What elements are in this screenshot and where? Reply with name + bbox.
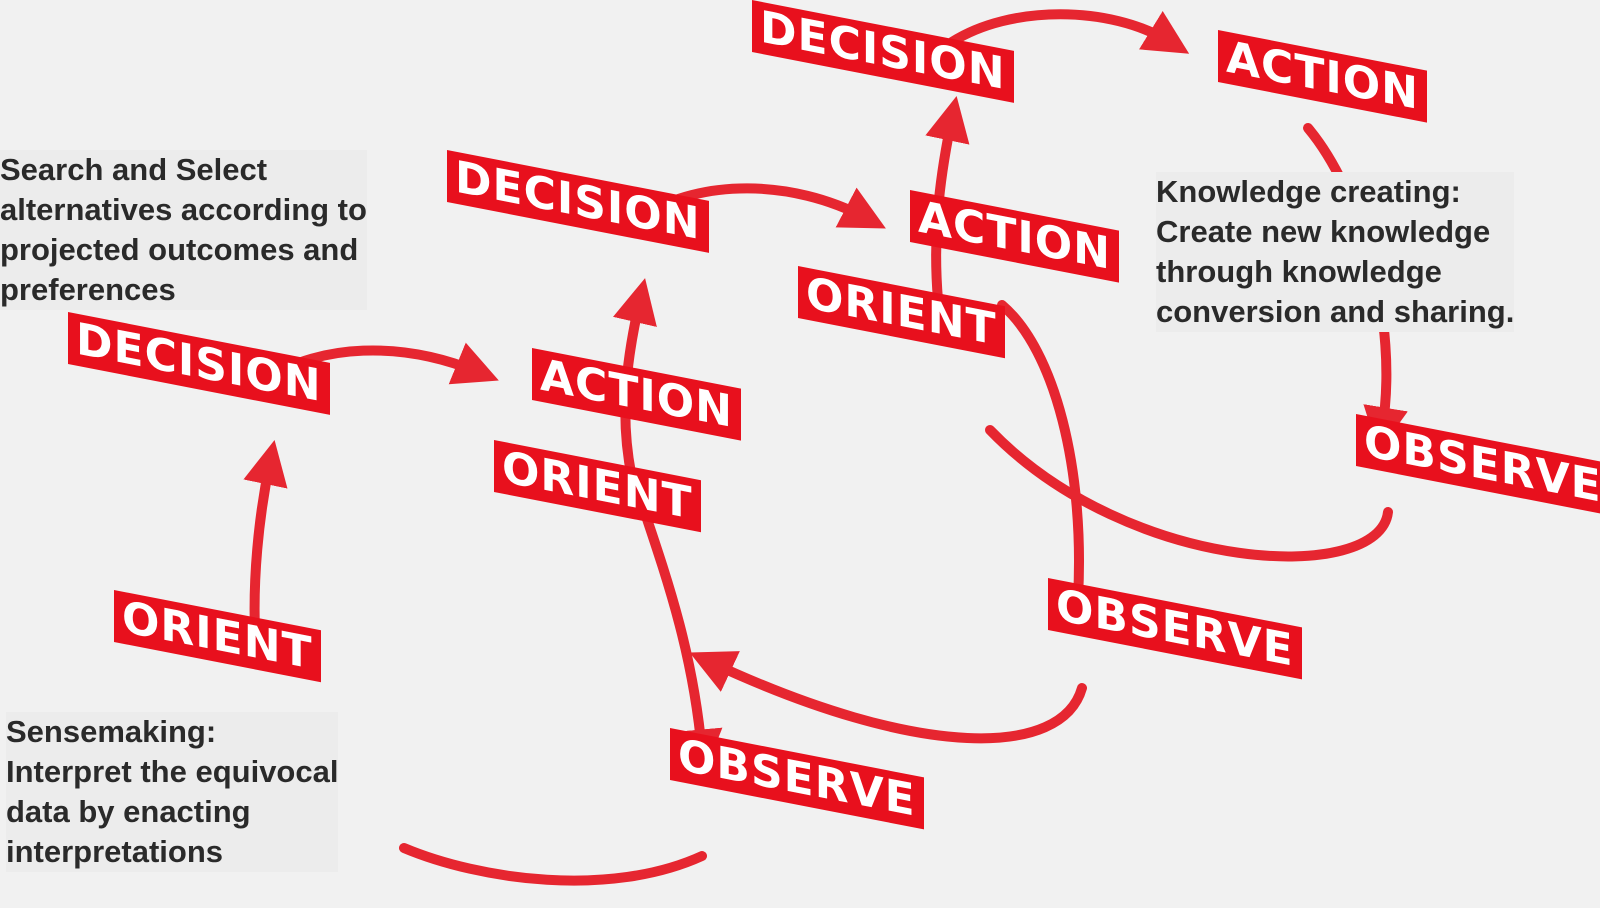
arrow-decision-to-action-3 — [947, 9, 1190, 54]
annotation-line: Interpret the equivocal — [6, 754, 339, 789]
annotation-line: data by enacting — [6, 794, 251, 829]
sensemaking-annotation: Sensemaking: Interpret the equivocal dat… — [6, 712, 339, 872]
annotation-line: through knowledge — [1156, 254, 1442, 289]
arrow-observe-to-orient-2 — [689, 651, 1087, 744]
annotation-line: projected outcomes and — [0, 232, 359, 267]
arrow-action-to-observe-2 — [997, 300, 1084, 603]
annotation-line: Knowledge creating: — [1156, 174, 1461, 209]
arrow-observe-to-orient-3 — [985, 425, 1393, 562]
knowledge-creating-annotation: Knowledge creating: Create new knowledge… — [1156, 172, 1515, 332]
annotation-line: Sensemaking: — [6, 714, 217, 749]
search-select-annotation: Search and Select alternatives according… — [0, 150, 367, 310]
annotation-line: alternatives according to — [0, 192, 367, 227]
arrow-orient-to-decision-1 — [243, 439, 288, 637]
arrow-observe-to-orient-1 — [399, 843, 707, 886]
annotation-line: Create new knowledge — [1156, 214, 1491, 249]
annotation-line: conversion and sharing. — [1156, 294, 1515, 329]
annotation-line: preferences — [0, 272, 176, 307]
annotation-line: interpretations — [6, 834, 224, 869]
annotation-line: Search and Select — [0, 152, 268, 187]
